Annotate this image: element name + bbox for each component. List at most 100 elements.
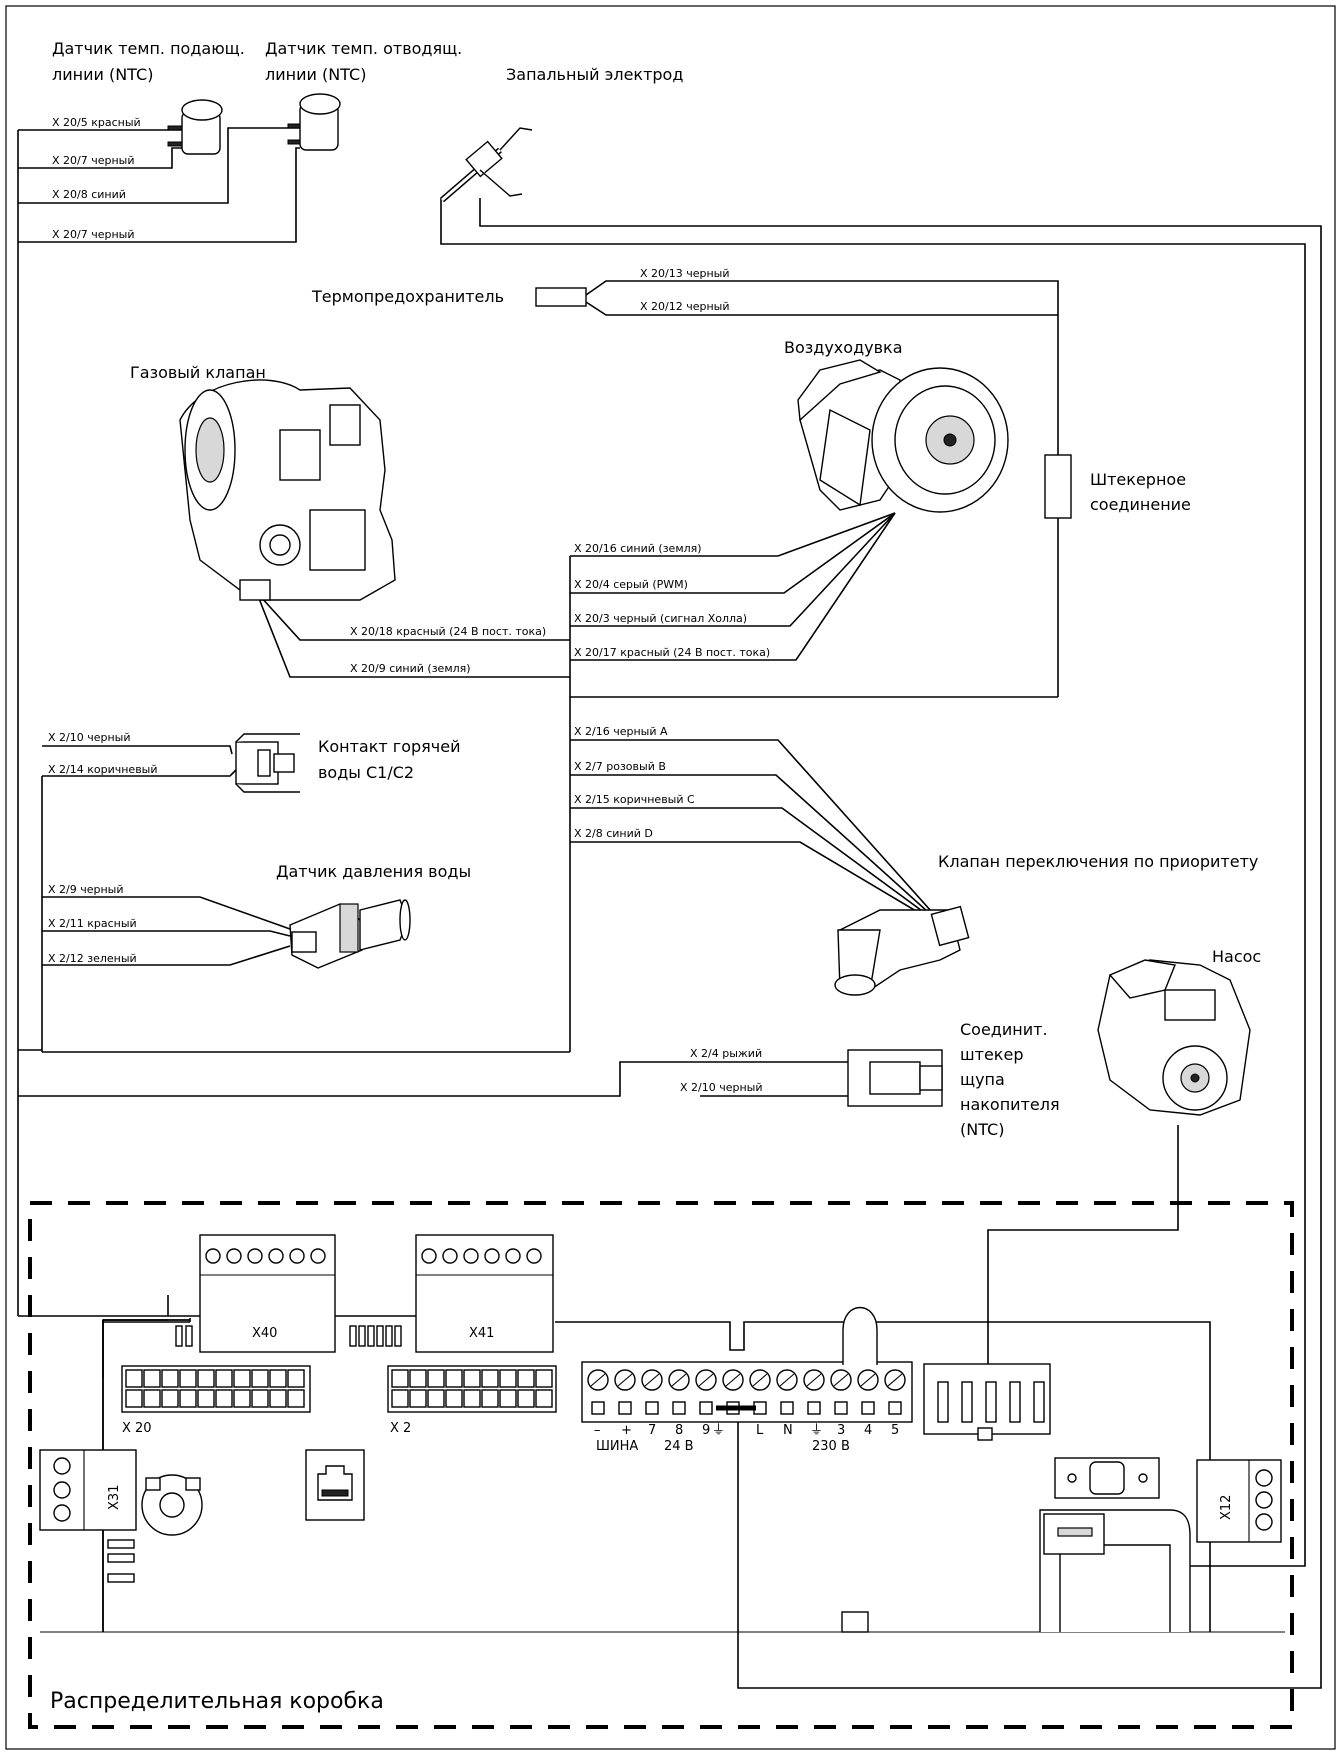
wire-x20-18: X 20/18 красный (24 В пост. тока) (350, 625, 546, 638)
connector-pin (427, 1389, 445, 1408)
terminal-pad (672, 1401, 686, 1415)
screw-slot (590, 1373, 606, 1387)
fan-icon (797, 359, 1009, 513)
connector-pin (251, 1369, 269, 1388)
wire-x2-11: X 2/11 красный (48, 917, 137, 930)
ground-symbol: ⏚ (712, 1423, 725, 1438)
connector-pin (409, 1389, 427, 1408)
screw-slot (887, 1373, 903, 1387)
x31-block (39, 1449, 137, 1531)
potentiometer-icon (141, 1474, 203, 1536)
connector-pin (233, 1369, 251, 1388)
wire-x20-5: X 20/5 красный (52, 116, 141, 129)
wire-x2-7: X 2/7 розовый B (574, 760, 666, 773)
smd-2 (107, 1553, 135, 1563)
storage-connector-label-5: (NTC) (960, 1120, 1004, 1139)
connector-pin (179, 1389, 197, 1408)
connector-pin (269, 1369, 287, 1388)
pump-board-connector (923, 1363, 1051, 1441)
connector-pin (535, 1369, 553, 1388)
board-labels: X40 X41 X 20 X 2 X31 X12 ШИНА 24 В 230 В… (107, 1326, 1234, 1520)
x12-block (1196, 1459, 1282, 1543)
terminal-pad (591, 1401, 605, 1415)
flow-sensor-label-1: Датчик темп. подающ. (52, 39, 245, 58)
wire-labels: X 20/5 красный X 20/7 черный X 20/8 сини… (48, 116, 770, 1094)
screw-slot (671, 1373, 687, 1387)
connector-pin (215, 1369, 233, 1388)
labels: Датчик темп. подающ. линии (NTC) Датчик … (50, 39, 1261, 1714)
wire-x20-7b: X 20/7 черный (52, 228, 135, 241)
connector-pin (197, 1389, 215, 1408)
terminal-number-label: 5 (891, 1423, 899, 1438)
wire-x20-8: X 20/8 синий (52, 188, 126, 201)
x40-block (199, 1234, 336, 1353)
terminal-pad (888, 1401, 902, 1415)
return-sensor-label-1: Датчик темп. отводящ. (265, 39, 462, 58)
connector-pin (535, 1389, 553, 1408)
storage-connector-label-4: накопителя (960, 1095, 1060, 1114)
storage-connector-label-2: штекер (960, 1045, 1023, 1064)
connector-pin (179, 1369, 197, 1388)
connector-pin (161, 1389, 179, 1408)
v230-label: 230 В (812, 1439, 850, 1454)
screw-slot (752, 1373, 768, 1387)
screw-slot (806, 1373, 822, 1387)
storage-connector-icon (847, 1049, 943, 1107)
smd-3 (107, 1573, 135, 1583)
smd-1 (107, 1539, 135, 1549)
terminal-number-label: ⏚ (810, 1423, 823, 1438)
wire-x2-4: X 2/4 рыжий (690, 1047, 762, 1060)
dip-elements (175, 1325, 402, 1347)
priority-valve-label: Клапан переключения по приоритету (938, 852, 1258, 871)
screw-slot (725, 1373, 741, 1387)
connector-pin (517, 1389, 535, 1408)
thermal-fuse-label: Термопредохранитель (311, 287, 504, 306)
screw-slot (833, 1373, 849, 1387)
connector-pin (427, 1369, 445, 1388)
pump-icon (1097, 959, 1251, 1116)
x31-label: X31 (107, 1485, 122, 1510)
storage-connector-label-1: Соединит. (960, 1020, 1048, 1039)
screw-slot (698, 1373, 714, 1387)
connector-pin (215, 1389, 233, 1408)
screw-slot (617, 1373, 633, 1387)
frame-border (5, 5, 1336, 1750)
wire-x2-14: X 2/14 коричневый (48, 763, 158, 776)
fan-label: Воздуходувка (784, 338, 903, 357)
wire-x20-3: X 20/3 черный (сигнал Холла) (574, 612, 747, 625)
relay-block (1039, 1509, 1191, 1632)
connector-pin (481, 1389, 499, 1408)
connector-pin (445, 1369, 463, 1388)
connector-pin (391, 1369, 409, 1388)
connector-pin (125, 1369, 143, 1388)
wire-x20-9: X 20/9 синий (земля) (350, 662, 471, 675)
x20-connector (121, 1365, 311, 1413)
terminal-number-label: 4 (864, 1423, 872, 1438)
wire-x2-8: X 2/8 синий D (574, 827, 653, 840)
wire-x2-9: X 2/9 черный (48, 883, 124, 896)
wires-group (17, 127, 1322, 1689)
terminal-pad (834, 1401, 848, 1415)
connector-pin (499, 1369, 517, 1388)
ignition-electrode-label: Запальный электрод (506, 65, 683, 84)
pressure-sensor-icon (289, 899, 411, 969)
terminal-pad (699, 1401, 713, 1415)
return-sensor-icon (287, 93, 341, 151)
connector-label-2: соединение (1090, 495, 1191, 514)
connector-icon (1044, 454, 1072, 519)
connector-pin (251, 1389, 269, 1408)
x41-label: X41 (469, 1326, 494, 1341)
hot-water-contact-label-1: Контакт горячей (318, 737, 460, 756)
flow-sensor-icon (167, 99, 223, 155)
wire-x2-10b: X 2/10 черный (680, 1081, 763, 1094)
wire-x2-10a: X 2/10 черный (48, 731, 131, 744)
connector-pin (197, 1369, 215, 1388)
connector-pin (517, 1369, 535, 1388)
terminal-number-label: 3 (837, 1423, 845, 1438)
x41-block (415, 1234, 554, 1353)
connector-pin (143, 1389, 161, 1408)
connector-pin (125, 1389, 143, 1408)
connector-pin (161, 1369, 179, 1388)
terminal-pad (645, 1401, 659, 1415)
